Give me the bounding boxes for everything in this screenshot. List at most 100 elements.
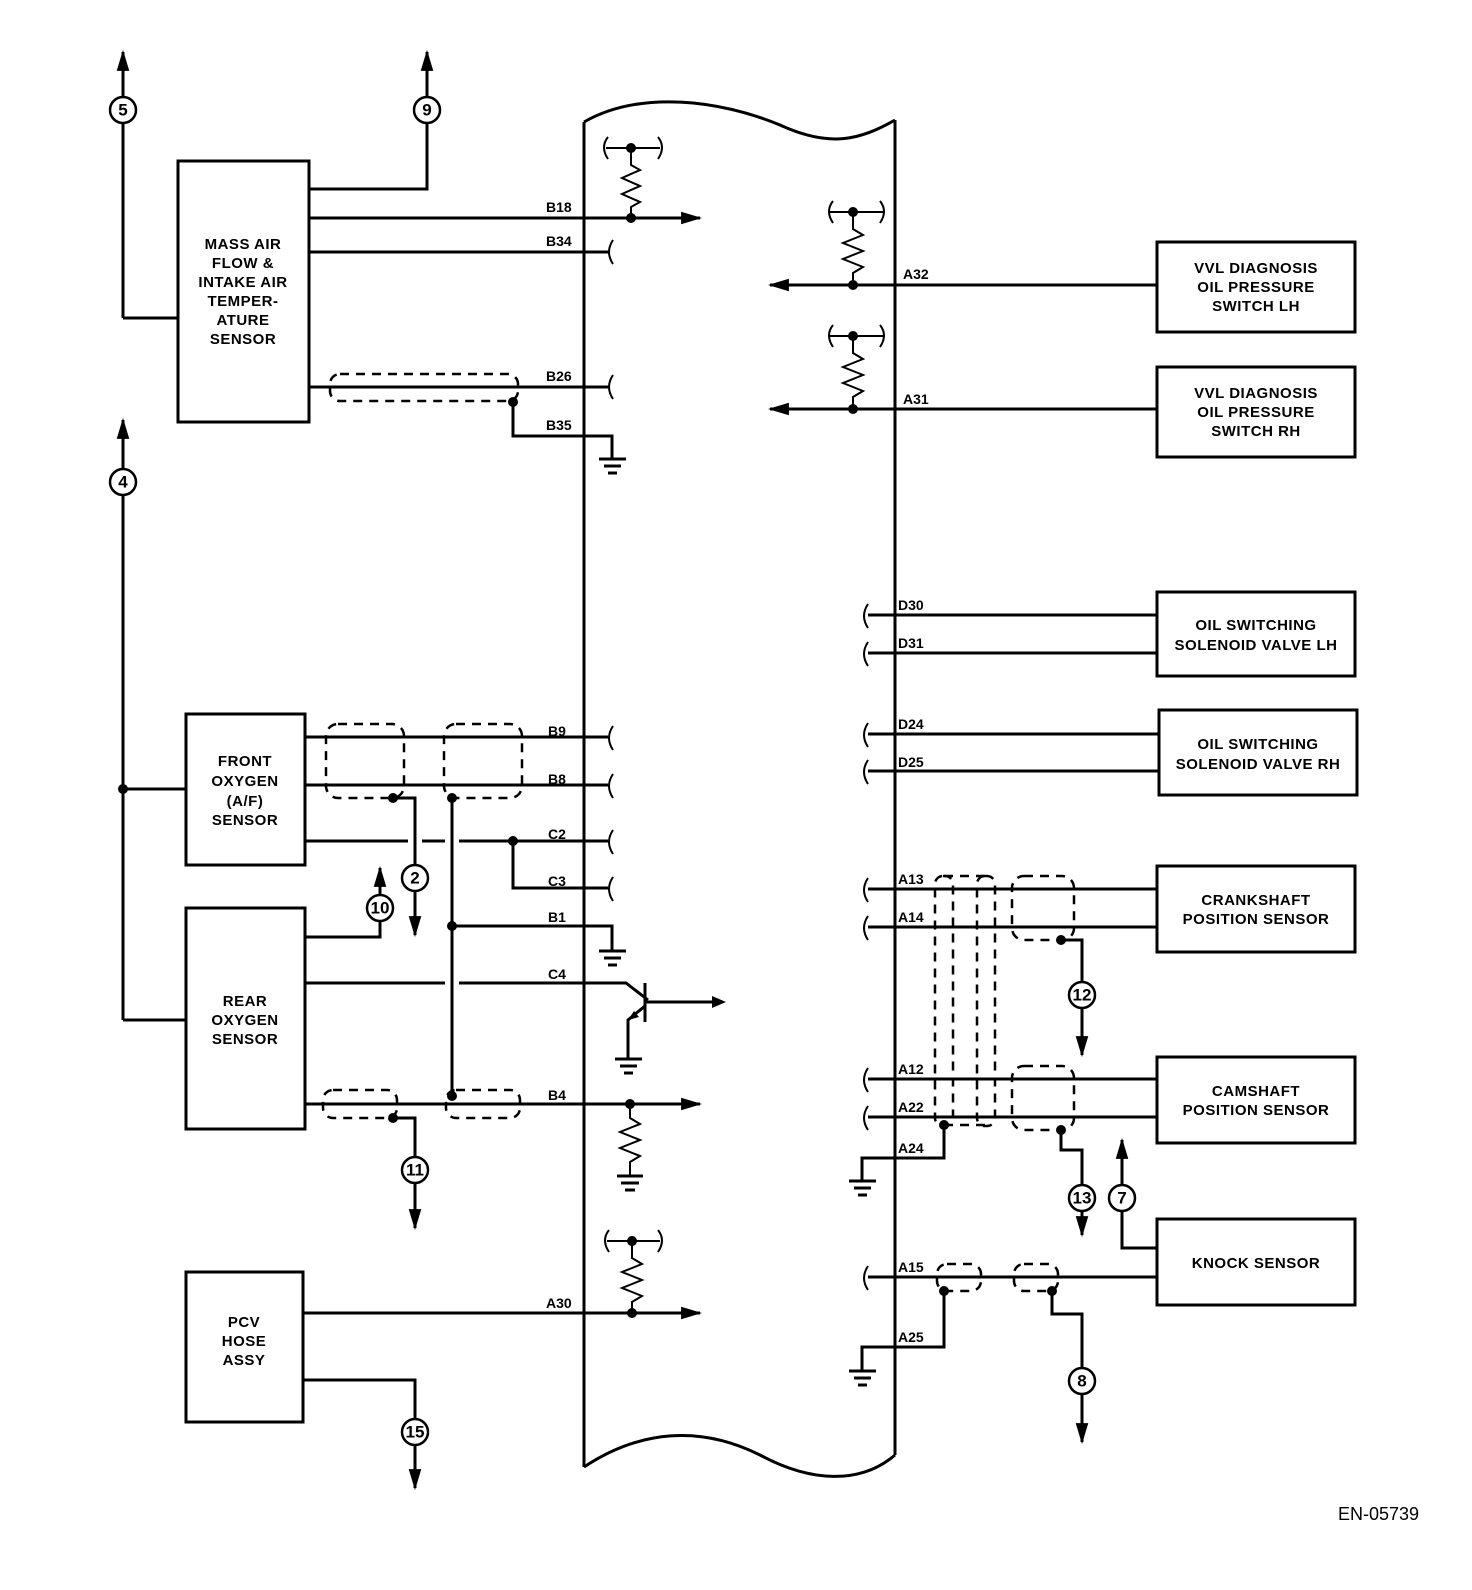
svg-text:ATURE: ATURE <box>216 312 269 329</box>
pin-B9: B9 <box>548 723 566 739</box>
svg-text:SENSOR: SENSOR <box>212 1031 278 1048</box>
pulldown-resistor-b4 <box>617 1099 643 1192</box>
ground-icon <box>599 457 626 475</box>
ground-icon <box>615 1057 642 1075</box>
vvl-diagnosis-oil-pressure-switch-rh[interactable]: VVL DIAGNOSIS OIL PRESSURE SWITCH RH <box>1155 365 1357 459</box>
maf-sensor[interactable]: MASS AIR FLOW & INTAKE AIR TEMPER- ATURE… <box>176 159 311 424</box>
pin-D31: D31 <box>898 635 924 651</box>
svg-text:SOLENOID VALVE LH: SOLENOID VALVE LH <box>1175 637 1338 654</box>
svg-text:4: 4 <box>118 473 128 492</box>
svg-text:REAR: REAR <box>223 993 268 1010</box>
pin-B4: B4 <box>548 1087 566 1103</box>
oil-switching-solenoid-valve-lh[interactable]: OIL SWITCHING SOLENOID VALVE LH <box>1155 590 1357 678</box>
svg-text:POSITION SENSOR: POSITION SENSOR <box>1183 1102 1330 1119</box>
connector-4[interactable]: 4 <box>108 467 138 497</box>
svg-text:15: 15 <box>406 1423 425 1442</box>
pin-B34: B34 <box>546 233 572 249</box>
svg-text:(A/F): (A/F) <box>227 793 264 810</box>
svg-text:TEMPER-: TEMPER- <box>208 293 279 310</box>
vvl-diagnosis-oil-pressure-switch-lh[interactable]: VVL DIAGNOSIS OIL PRESSURE SWITCH LH <box>1155 240 1357 334</box>
pin-B18: B18 <box>546 199 572 215</box>
svg-text:POSITION SENSOR: POSITION SENSOR <box>1183 911 1330 928</box>
pin-A32: A32 <box>903 266 929 282</box>
pin-C4: C4 <box>548 966 566 982</box>
svg-text:CAMSHAFT: CAMSHAFT <box>1212 1083 1300 1100</box>
pin-A22: A22 <box>898 1099 924 1115</box>
connector-12[interactable]: 12 <box>1067 980 1097 1010</box>
ecm-body <box>582 100 897 1478</box>
svg-text:SENSOR: SENSOR <box>210 331 276 348</box>
crankshaft-position-sensor[interactable]: CRANKSHAFT POSITION SENSOR <box>1155 864 1357 954</box>
svg-text:SOLENOID VALVE RH: SOLENOID VALVE RH <box>1176 756 1341 773</box>
pin-D24: D24 <box>898 716 924 732</box>
svg-text:OXYGEN: OXYGEN <box>211 773 278 790</box>
svg-text:CRANKSHAFT: CRANKSHAFT <box>1201 892 1310 909</box>
svg-text:9: 9 <box>422 101 431 120</box>
svg-text:ASSY: ASSY <box>223 1352 266 1369</box>
pin-B35: B35 <box>546 417 572 433</box>
svg-text:2: 2 <box>410 869 419 888</box>
pin-D30: D30 <box>898 597 924 613</box>
svg-text:FRONT: FRONT <box>218 753 272 770</box>
connector-11[interactable]: 11 <box>400 1155 430 1185</box>
connector-13[interactable]: 13 <box>1067 1183 1097 1213</box>
oil-switching-solenoid-valve-rh[interactable]: OIL SWITCHING SOLENOID VALVE RH <box>1157 708 1359 797</box>
pin-A12: A12 <box>898 1061 924 1077</box>
svg-text:HOSE: HOSE <box>222 1333 267 1350</box>
svg-text:SWITCH RH: SWITCH RH <box>1211 423 1301 440</box>
svg-text:10: 10 <box>371 899 390 918</box>
pcv-hose-assy[interactable]: PCV HOSE ASSY <box>184 1270 305 1424</box>
camshaft-position-sensor[interactable]: CAMSHAFT POSITION SENSOR <box>1155 1055 1357 1145</box>
connector-7[interactable]: 7 <box>1107 1183 1137 1213</box>
rear-oxygen-sensor[interactable]: REAR OXYGEN SENSOR <box>184 906 307 1131</box>
pin-D25: D25 <box>898 754 924 770</box>
pin-A24: A24 <box>898 1140 924 1156</box>
connector-15[interactable]: 15 <box>400 1417 430 1447</box>
svg-text:5: 5 <box>118 101 127 120</box>
svg-text:KNOCK SENSOR: KNOCK SENSOR <box>1192 1255 1321 1272</box>
connector-10[interactable]: 10 <box>365 893 395 923</box>
svg-text:8: 8 <box>1077 1372 1086 1391</box>
ground-icon <box>849 1369 876 1387</box>
svg-text:OIL SWITCHING: OIL SWITCHING <box>1195 617 1316 634</box>
knock-sensor[interactable]: KNOCK SENSOR <box>1155 1217 1357 1307</box>
pullup-resistor-a32 <box>828 200 885 290</box>
connector-2[interactable]: 2 <box>400 863 430 893</box>
svg-text:OIL PRESSURE: OIL PRESSURE <box>1197 404 1314 421</box>
front-oxygen-sensor[interactable]: FRONT OXYGEN (A/F) SENSOR <box>184 712 307 867</box>
pin-A25: A25 <box>898 1329 924 1345</box>
pin-A15: A15 <box>898 1259 924 1275</box>
svg-text:SENSOR: SENSOR <box>212 812 278 829</box>
svg-text:MASS AIR: MASS AIR <box>205 236 282 253</box>
svg-text:13: 13 <box>1073 1189 1092 1208</box>
svg-text:VVL DIAGNOSIS: VVL DIAGNOSIS <box>1194 385 1318 402</box>
svg-text:12: 12 <box>1073 986 1092 1005</box>
ground-icon <box>599 949 626 967</box>
pin-A13: A13 <box>898 871 924 887</box>
pin-B8: B8 <box>548 771 566 787</box>
svg-text:SWITCH LH: SWITCH LH <box>1212 298 1300 315</box>
pin-A14: A14 <box>898 909 924 925</box>
connector-5[interactable]: 5 <box>108 95 138 125</box>
transistor-icon <box>626 983 726 1058</box>
connector-9[interactable]: 9 <box>412 95 442 125</box>
svg-text:PCV: PCV <box>228 1314 260 1331</box>
pullup-resistor-a30 <box>604 1229 663 1318</box>
svg-text:FLOW &: FLOW & <box>212 255 274 272</box>
pin-A30: A30 <box>546 1295 572 1311</box>
svg-text:VVL DIAGNOSIS: VVL DIAGNOSIS <box>1194 260 1318 277</box>
connector-8[interactable]: 8 <box>1067 1366 1097 1396</box>
pullup-resistor-a31 <box>828 324 885 414</box>
svg-text:INTAKE AIR: INTAKE AIR <box>198 274 287 291</box>
svg-text:7: 7 <box>1117 1189 1126 1208</box>
pin-A31: A31 <box>903 391 929 407</box>
pullup-resistor-b18 <box>603 136 663 223</box>
pin-C3: C3 <box>548 873 566 889</box>
figure-code: EN-05739 <box>1338 1504 1419 1524</box>
pin-C2: C2 <box>548 826 566 842</box>
svg-text:11: 11 <box>406 1161 424 1180</box>
svg-text:OIL PRESSURE: OIL PRESSURE <box>1197 279 1314 296</box>
pin-B1: B1 <box>548 909 566 925</box>
svg-text:OIL SWITCHING: OIL SWITCHING <box>1197 736 1318 753</box>
